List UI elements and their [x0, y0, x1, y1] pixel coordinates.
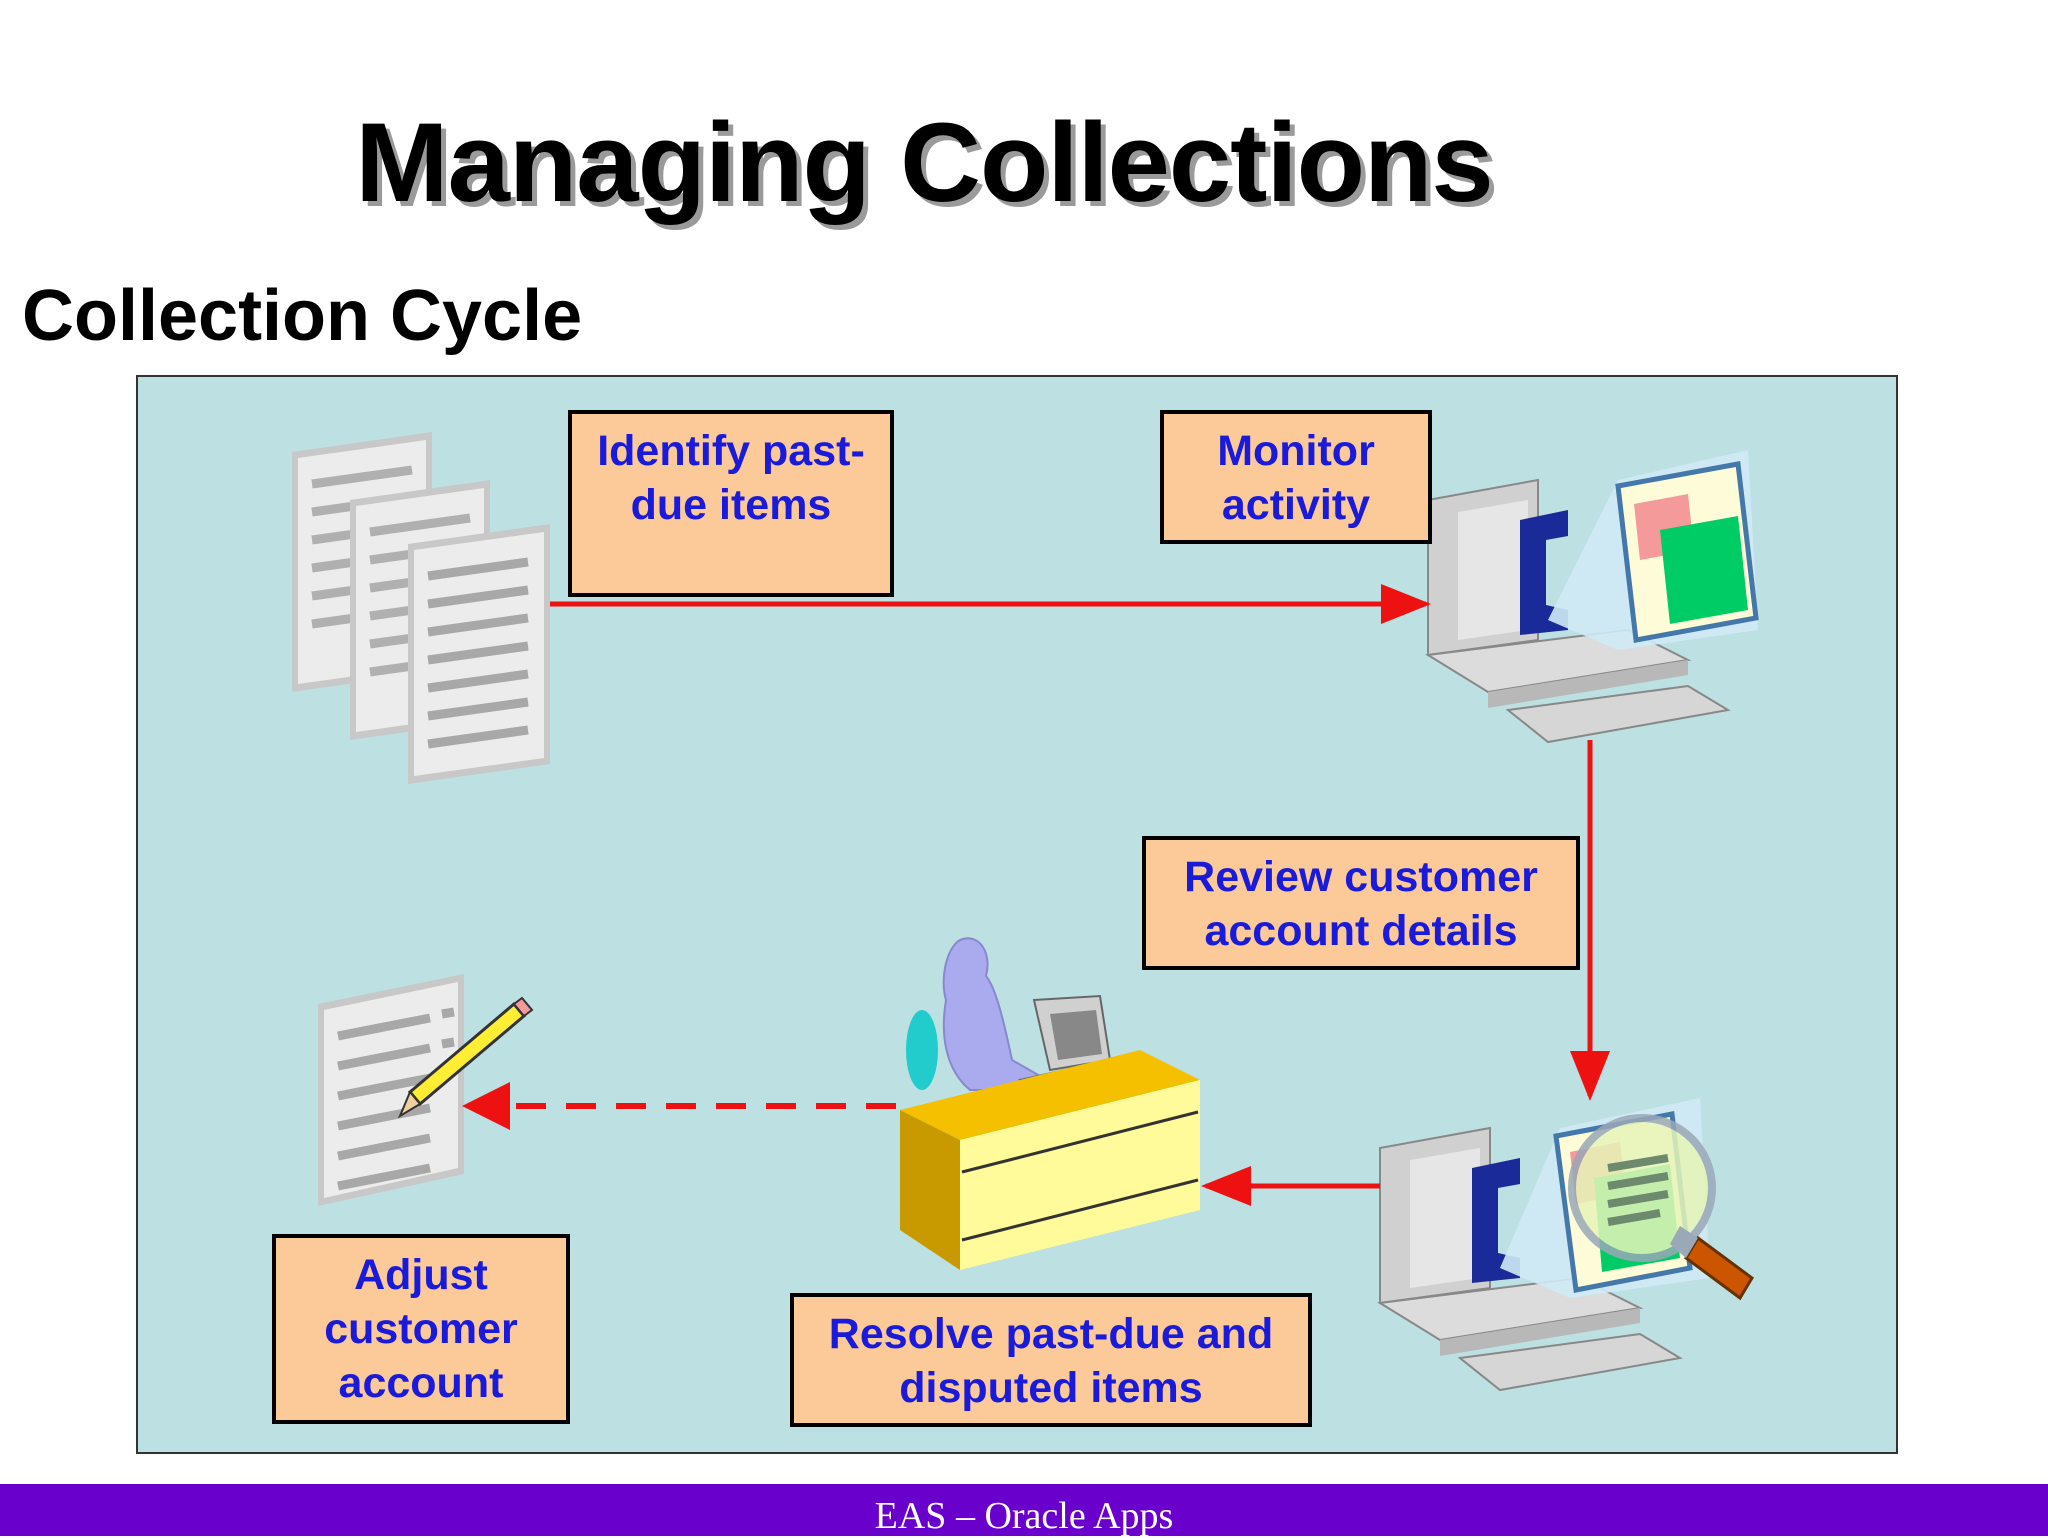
step-identify-past-due: Identify past- due items — [568, 410, 894, 597]
document-stack-icon — [292, 432, 550, 784]
document-pencil-icon — [318, 974, 534, 1206]
step-resolve-items: Resolve past-due and disputed items — [790, 1293, 1312, 1427]
computer-magnifier-icon — [1377, 1098, 1754, 1392]
slide-title: Managing Collections — [355, 100, 1493, 225]
step-review-account-details: Review customer account details — [1142, 836, 1580, 970]
footer-text: EAS – Oracle Apps — [874, 1495, 1174, 1537]
step-monitor-activity: Monitor activity — [1160, 410, 1432, 544]
step-adjust-account: Adjust customer account — [272, 1234, 570, 1424]
person-at-desk-icon — [900, 937, 1200, 1270]
slide-subtitle: Collection Cycle — [22, 276, 583, 356]
footer-bar — [0, 1484, 2048, 1536]
computer-monitor-icon — [1425, 450, 1759, 744]
